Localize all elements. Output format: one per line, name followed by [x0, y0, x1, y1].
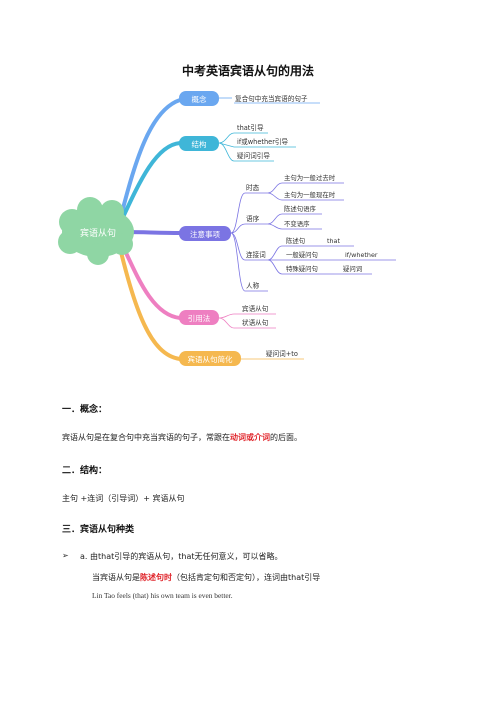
leaf-conn-question-word: 疑问词	[343, 264, 362, 273]
section-1-heading: 一．概念：	[62, 405, 108, 415]
arrow-bullet-icon: ➢	[62, 551, 69, 560]
leaf-conn-if-whether: if/whether	[345, 251, 378, 259]
branch-node-notes: 注意事项	[179, 226, 231, 241]
center-node: 宾语从句	[58, 197, 134, 265]
branch-node-structure: 结构	[179, 136, 219, 151]
leaf-conn-general: 一般疑问句	[286, 250, 318, 259]
branch-line-simplify	[116, 238, 182, 361]
section-3-item-a: a. 由that引导的宾语从句，that无任何意义，可以省略。	[80, 552, 283, 561]
branch-node-usage: 引用法	[179, 310, 219, 325]
leaf-conn-special: 特殊疑问句	[286, 264, 318, 273]
leaf-question-word: 疑问词引导	[237, 151, 270, 160]
node-tense: 时态	[246, 183, 260, 192]
node-connective: 连接词	[246, 250, 266, 259]
example-sentence: Lin Tao feels (that) his own team is eve…	[92, 591, 233, 600]
leaf-order-unchanged: 不变语序	[284, 219, 310, 228]
section-3-heading: 三．宾语从句种类	[62, 525, 135, 535]
svg-text:注意事项: 注意事项	[190, 229, 220, 239]
leaf-wh-to: 疑问词+to	[266, 349, 298, 358]
center-label: 宾语从句	[80, 227, 116, 239]
branch-line-structure	[116, 141, 182, 230]
leaf-conn-declarative: 陈述句	[286, 236, 305, 245]
branch-node-concept: 概念	[179, 91, 219, 106]
leaf-tense-past: 主句为一般过去时	[284, 173, 336, 182]
leaf-adverbial-clause: 状语从句	[242, 318, 269, 327]
leaf-that: that引导	[237, 123, 264, 132]
leaf-order-declarative: 陈述句语序	[284, 204, 317, 213]
svg-text:引用法: 引用法	[188, 313, 211, 323]
section-3-line-2: 当宾语从句是陈述句时（包括肯定句和否定句），连词由that引导	[92, 573, 321, 582]
node-person: 人称	[246, 281, 260, 290]
section-2-text: 主句 +连词（引导词）+ 宾语从句	[62, 494, 185, 503]
svg-text:宾语从句简化: 宾语从句简化	[188, 354, 233, 364]
svg-text:结构: 结构	[192, 139, 207, 149]
branch-node-simplify: 宾语从句简化	[179, 351, 241, 366]
leaf-if-whether: if或whether引导	[237, 137, 289, 146]
branch-line-concept	[116, 98, 182, 230]
highlight-verb-prep: 动词或介词	[230, 433, 270, 442]
leaf-conn-that: that	[327, 237, 340, 245]
leaf-tense-present: 主句为一般现在时	[284, 190, 336, 199]
page-title: 中考英语宾语从句的用法	[181, 64, 314, 78]
section-2-heading: 二．结构：	[62, 466, 108, 476]
node-order: 语序	[246, 214, 260, 223]
svg-text:概念: 概念	[192, 94, 207, 104]
leaf-concept-def: 复合句中充当宾语的句子	[235, 94, 308, 103]
leaf-object-clause: 宾语从句	[242, 304, 269, 313]
highlight-declarative: 陈述句时	[140, 573, 172, 582]
section-1-text: 宾语从句是在复合句中充当宾语的句子，常跟在动词或介词的后面。	[62, 433, 302, 442]
